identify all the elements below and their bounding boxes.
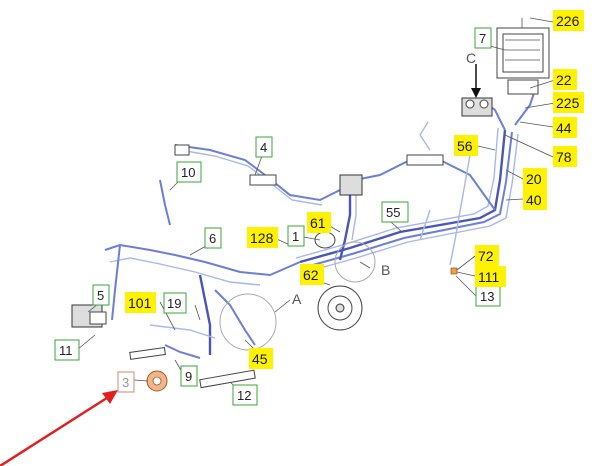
svg-text:101: 101	[128, 295, 152, 311]
svg-text:6: 6	[209, 231, 216, 246]
svg-text:55: 55	[386, 205, 400, 220]
hydraulic-cylinder-right	[199, 369, 256, 389]
svg-text:1: 1	[292, 229, 299, 244]
callout-7[interactable]: 7	[474, 27, 492, 49]
valve-block	[461, 97, 493, 117]
callout-128[interactable]: 128	[247, 227, 278, 248]
callout-19[interactable]: 19	[163, 292, 187, 314]
callout-5[interactable]: 5	[92, 284, 110, 306]
callout-225[interactable]: 225	[553, 92, 584, 113]
view-letter-c: C	[466, 50, 476, 66]
callout-3[interactable]: 3	[117, 371, 135, 393]
svg-text:12: 12	[237, 388, 251, 403]
red-pointer-arrow	[0, 390, 118, 466]
hydraulic-cylinder-left	[129, 346, 166, 360]
callout-62[interactable]: 62	[300, 264, 324, 285]
callout-61[interactable]: 61	[307, 212, 331, 233]
callout-6[interactable]: 6	[204, 227, 222, 249]
hose-clamp	[406, 154, 444, 166]
manifold	[339, 174, 363, 196]
callout-111[interactable]: 111	[475, 266, 506, 287]
callout-72[interactable]: 72	[475, 245, 499, 266]
svg-text:10: 10	[181, 165, 195, 180]
svg-text:45: 45	[252, 351, 268, 367]
svg-text:61: 61	[310, 215, 326, 231]
svg-text:4: 4	[260, 140, 267, 155]
callout-11[interactable]: 11	[54, 339, 80, 361]
callout-44[interactable]: 44	[553, 117, 577, 138]
view-letter-a: A	[292, 291, 302, 307]
detail-circle-b	[334, 241, 376, 283]
svg-text:225: 225	[556, 95, 580, 111]
svg-text:20: 20	[526, 171, 542, 187]
svg-text:19: 19	[167, 296, 181, 311]
callout-20[interactable]: 20	[523, 168, 547, 189]
green-callouts: 1 4 5 6 7 9 10 11	[54, 27, 501, 406]
fitting	[450, 267, 458, 275]
callout-45[interactable]: 45	[249, 348, 273, 369]
svg-text:9: 9	[185, 369, 192, 384]
view-c-arrow	[471, 64, 481, 98]
svg-text:5: 5	[97, 288, 104, 303]
callout-12[interactable]: 12	[232, 384, 258, 406]
svg-text:56: 56	[457, 138, 473, 154]
yellow-callouts: 20 22 40 44 45 56 61 62	[125, 10, 584, 369]
svg-text:22: 22	[556, 72, 572, 88]
svg-text:226: 226	[556, 13, 580, 29]
svg-text:44: 44	[556, 120, 572, 136]
svg-text:11: 11	[59, 343, 73, 358]
callout-4[interactable]: 4	[255, 136, 273, 158]
callout-40[interactable]: 40	[523, 189, 547, 210]
svg-text:3: 3	[122, 375, 129, 390]
svg-text:7: 7	[479, 31, 486, 46]
callout-55[interactable]: 55	[381, 201, 409, 223]
detail-circle-a	[219, 293, 277, 351]
svg-text:111: 111	[478, 269, 499, 285]
svg-text:128: 128	[250, 230, 274, 246]
view-letter-b: B	[381, 262, 390, 278]
svg-text:72: 72	[478, 248, 494, 264]
callout-56[interactable]: 56	[454, 135, 478, 156]
svg-text:78: 78	[556, 149, 572, 165]
callout-10[interactable]: 10	[176, 161, 202, 183]
callout-9[interactable]: 9	[180, 365, 198, 387]
callout-78[interactable]: 78	[553, 146, 577, 167]
components	[71, 18, 550, 392]
view-letters: C A B	[292, 50, 476, 307]
svg-text:40: 40	[526, 192, 542, 208]
callout-13[interactable]: 13	[475, 285, 501, 307]
tank-bracket	[507, 79, 539, 95]
svg-text:62: 62	[303, 267, 319, 283]
callout-1[interactable]: 1	[287, 225, 305, 247]
callout-22[interactable]: 22	[553, 69, 577, 90]
callout-226[interactable]: 226	[553, 10, 584, 31]
svg-text:13: 13	[480, 289, 494, 304]
callout-101[interactable]: 101	[125, 292, 156, 313]
